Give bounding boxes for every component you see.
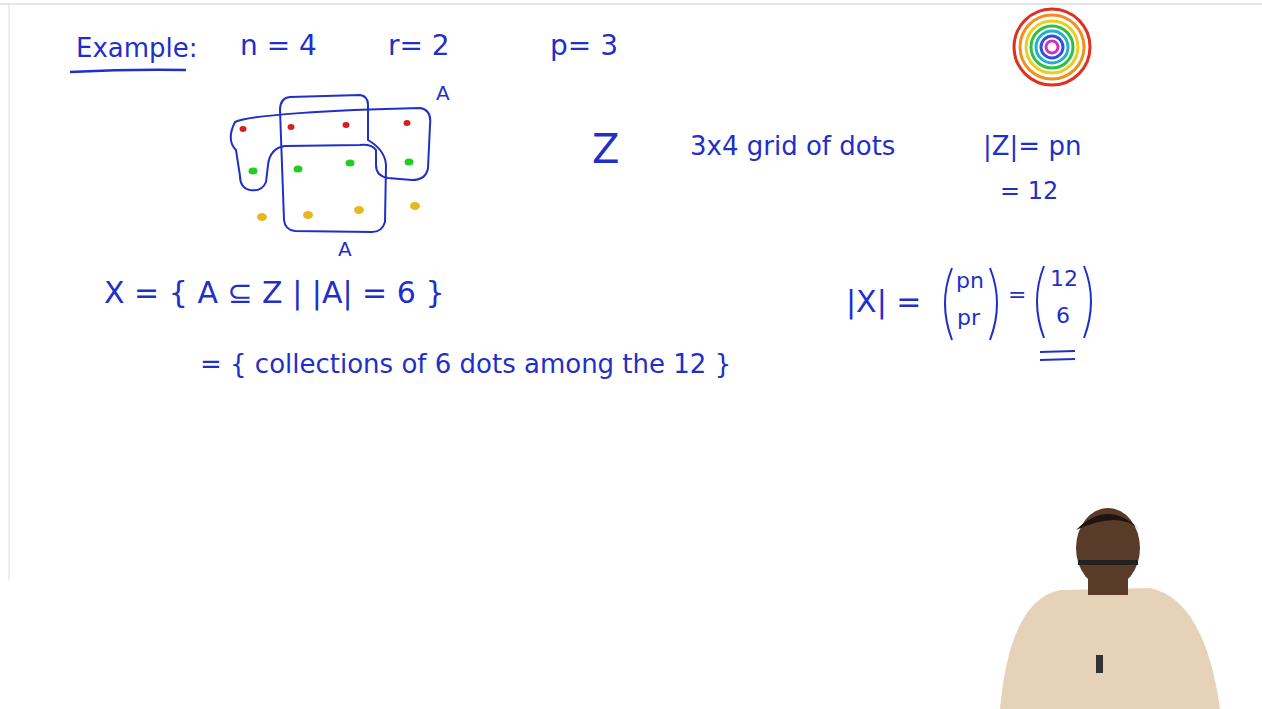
cardinality: = 12 <box>1000 178 1058 206</box>
binomial-entry: 12 <box>1050 266 1078 291</box>
cardinality: |X| = <box>846 285 921 320</box>
set-definition: X = { A ⊆ Z | |A| = 6 } <box>104 276 445 311</box>
example-heading: Example: <box>76 34 198 64</box>
variable-value: n = 4 <box>240 30 317 62</box>
variable-value: r= 2 <box>388 30 450 62</box>
presenter-figure <box>1000 508 1220 709</box>
set-name: Z <box>592 126 619 172</box>
frame-line <box>9 4 10 580</box>
set-description: 3x4 grid of dots <box>690 132 895 162</box>
subset-label: A <box>436 82 450 105</box>
set-description: = { collections of 6 dots among the 12 } <box>200 350 731 380</box>
binomial-entry: pn <box>956 268 984 293</box>
subset-outline <box>280 95 386 232</box>
binomial-entry: pr <box>957 305 980 330</box>
frame-line <box>0 4 1262 5</box>
double-underline <box>1040 351 1075 360</box>
subset-label: A <box>338 238 352 261</box>
subset-outline <box>231 108 431 190</box>
binomial-parens <box>945 266 1091 340</box>
logo <box>1014 9 1090 85</box>
binomial-entry: 6 <box>1056 303 1070 328</box>
cardinality: |Z|= pn <box>983 132 1081 162</box>
equals-sign: = <box>1008 282 1026 307</box>
variable-value: p= 3 <box>550 30 618 62</box>
title-underline <box>70 70 186 72</box>
